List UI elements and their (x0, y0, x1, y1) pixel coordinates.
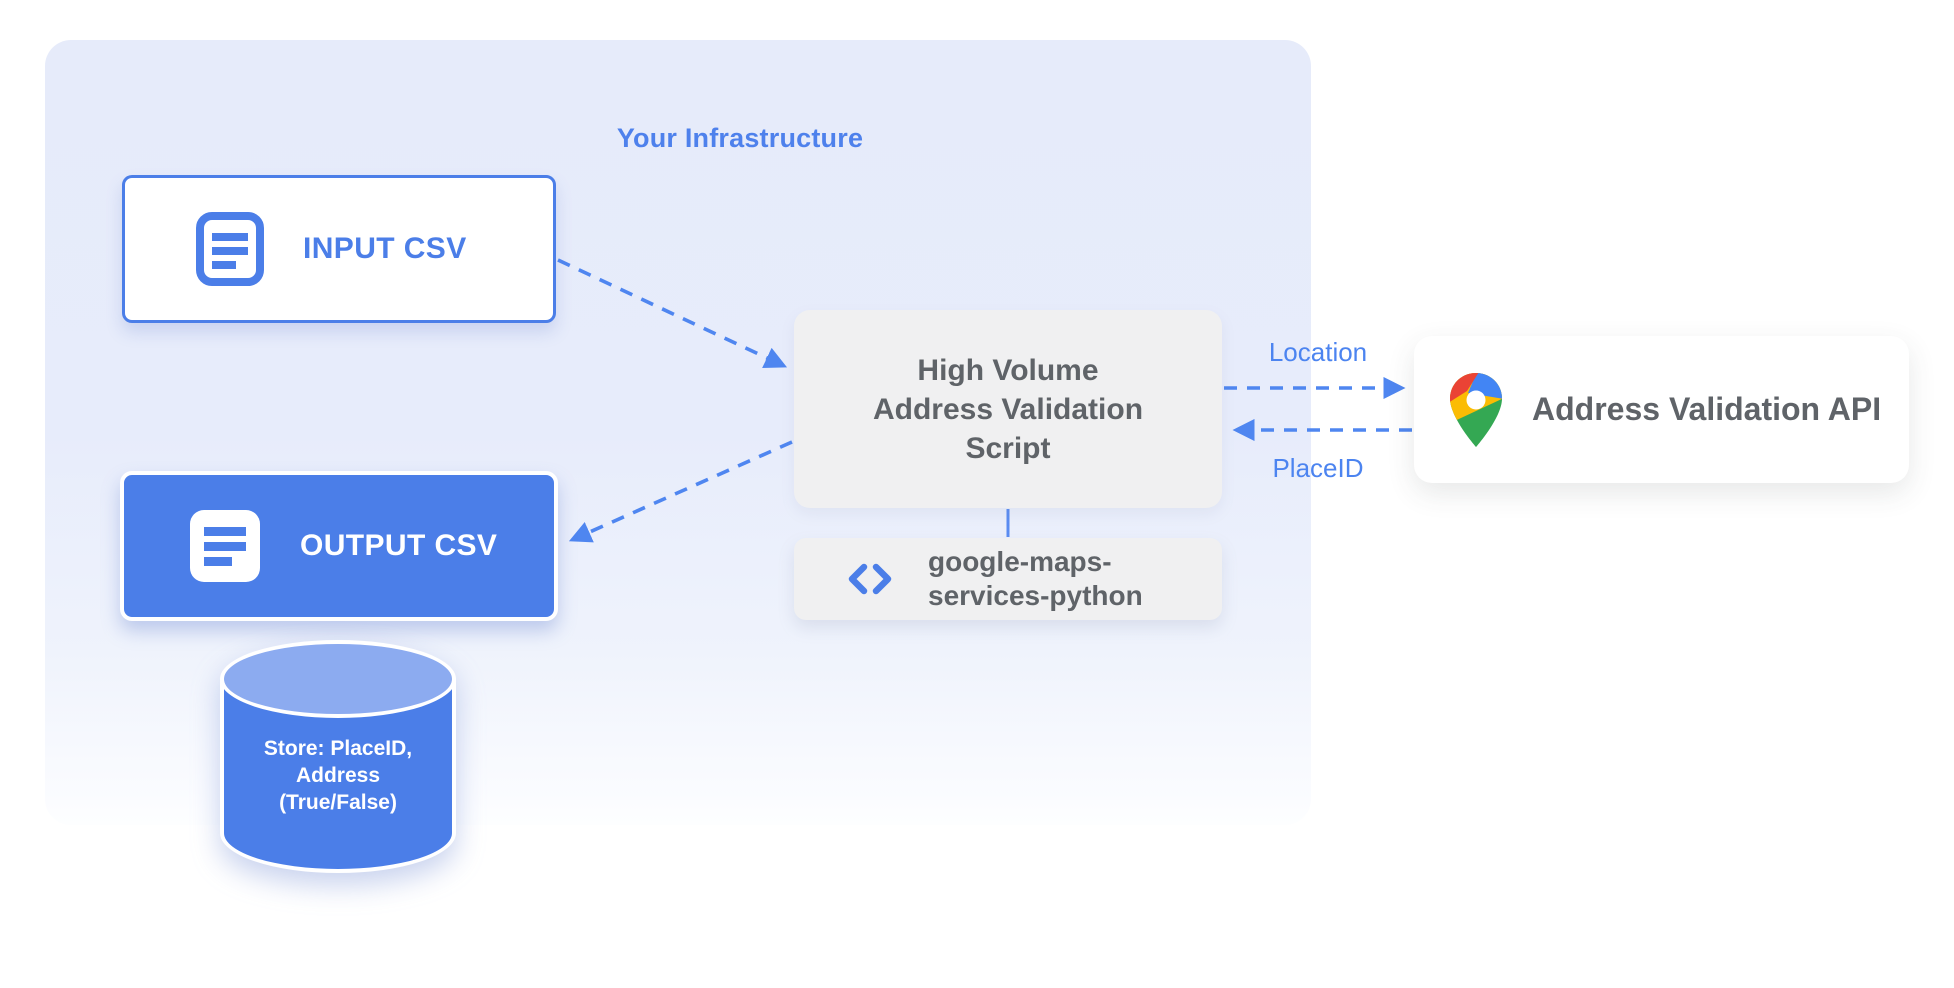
datastore-label: Store: PlaceID, Address (True/False) (263, 737, 413, 814)
node-library: google-maps- services-python (794, 538, 1222, 620)
code-icon (848, 563, 892, 595)
api-label: Address Validation API (1532, 391, 1882, 427)
node-address-validation-api: Address Validation API (1414, 336, 1909, 483)
location-edge-label: Location (1268, 337, 1368, 367)
infrastructure-title: Your Infrastructure (616, 123, 864, 153)
library-label: google-maps- services-python (928, 546, 1143, 611)
document-icon (196, 212, 264, 286)
node-input-csv: INPUT CSV (122, 175, 556, 323)
output-csv-label: OUTPUT CSV (300, 529, 498, 562)
placeid-edge-label: PlaceID (1272, 453, 1364, 483)
node-validation-script: High Volume Address Validation Script (794, 310, 1222, 508)
node-output-csv: OUTPUT CSV (120, 471, 558, 621)
validation-script-label: High Volume Address Validation Script (872, 353, 1144, 465)
datastore-cylinder: Store: PlaceID, Address (True/False) (220, 640, 456, 873)
google-maps-pin-icon (1450, 372, 1502, 447)
cylinder-top (220, 640, 456, 718)
document-icon (190, 510, 260, 582)
input-csv-label: INPUT CSV (303, 232, 467, 265)
